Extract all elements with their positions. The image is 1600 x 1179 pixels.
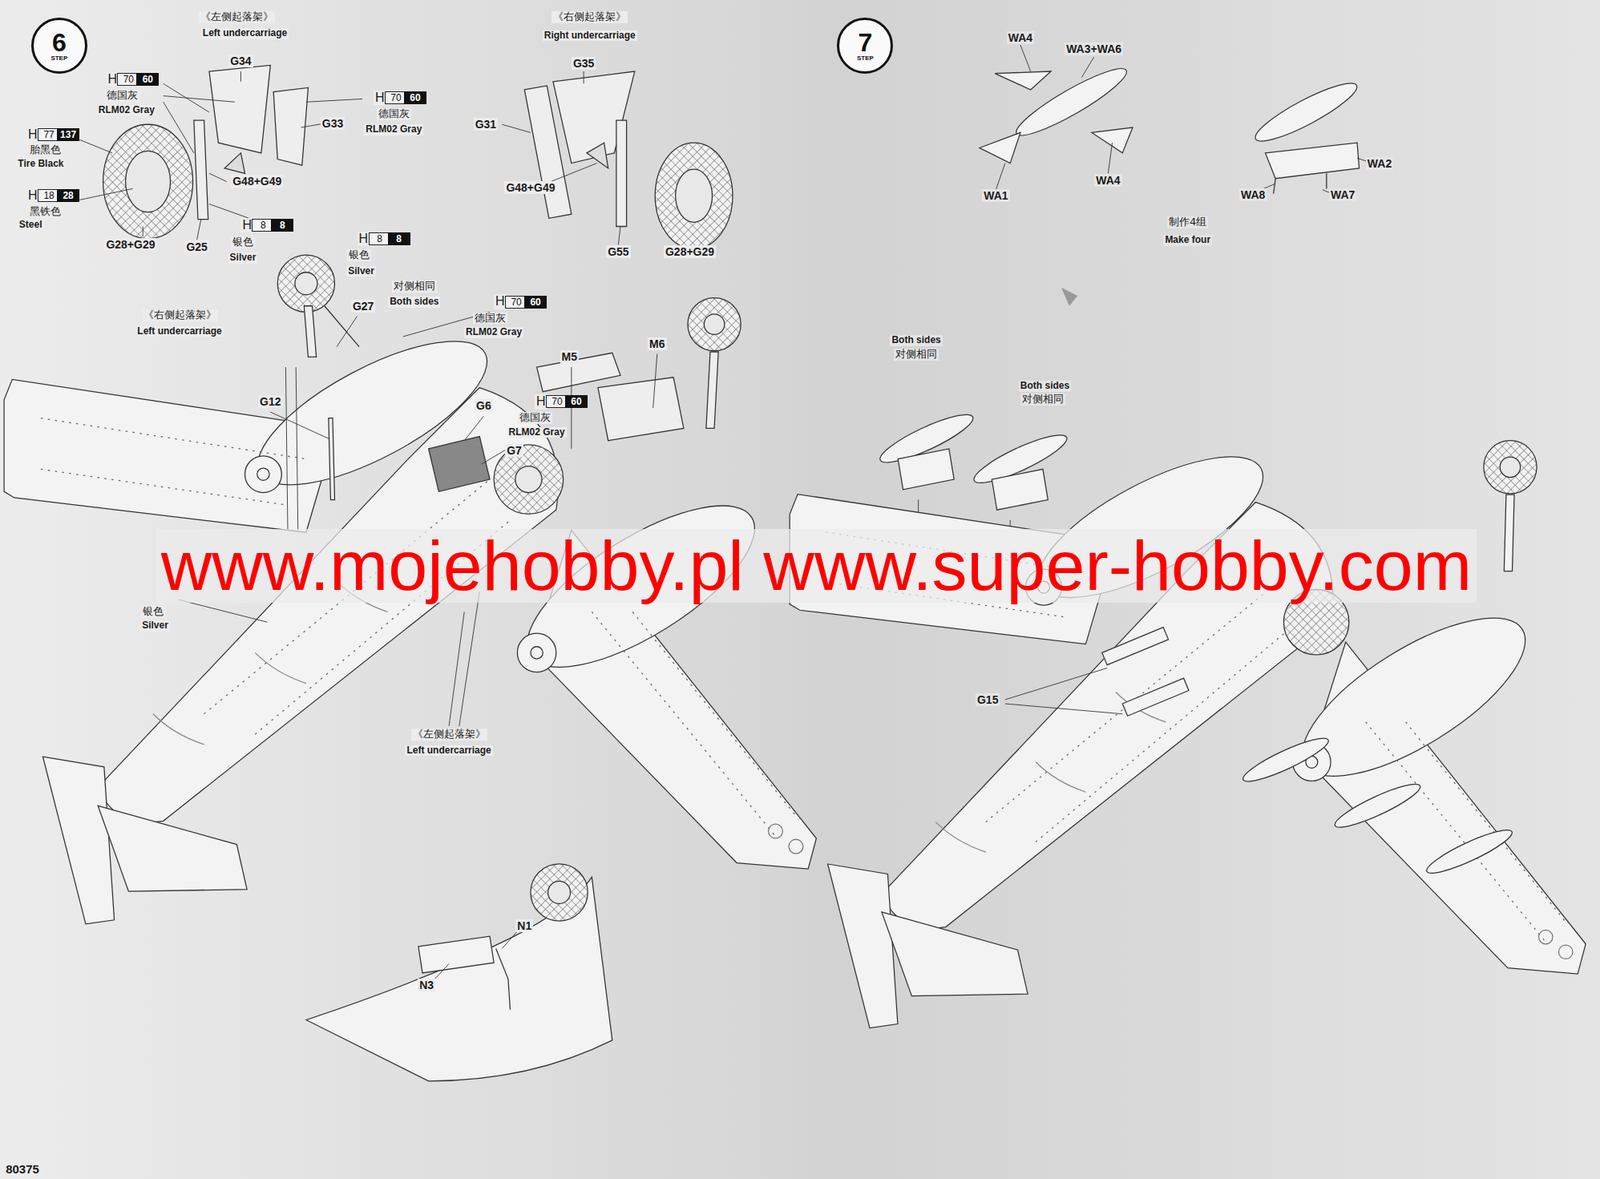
part-number: G15: [975, 693, 1000, 707]
chinese-note: 胎黑色: [28, 144, 63, 157]
chinese-note: 对侧相同: [893, 348, 939, 361]
english-note: Make four: [1163, 234, 1213, 247]
part-number: M6: [647, 337, 667, 351]
part-number: G33: [320, 117, 345, 130]
part-number: G34: [228, 54, 253, 68]
part-number: G28+G29: [104, 238, 157, 251]
english-note: Left undercarriage: [404, 745, 493, 757]
paint-code: 60: [136, 72, 159, 86]
english-note: Silver: [228, 252, 259, 264]
chinese-note: 对侧相同: [391, 280, 437, 293]
english-note: Both sides: [1018, 380, 1071, 392]
page-number: 80375: [4, 1162, 41, 1176]
step-word: STEP: [50, 55, 68, 63]
paint-code: 60: [565, 395, 588, 409]
chinese-note: 《右侧起落架》: [551, 11, 628, 24]
part-number: G31: [473, 117, 498, 131]
part-number: WA4: [1094, 173, 1122, 187]
watermark: www.mojehobby.pl www.super-hobby.com: [156, 529, 1477, 603]
step-badge: 6STEP: [31, 17, 88, 74]
english-note: RLM02 Gray: [363, 124, 424, 136]
paint-code: 60: [524, 295, 547, 309]
chinese-note: 《左侧起落架》: [411, 728, 488, 741]
part-number: WA4: [1006, 31, 1035, 45]
part-number: G7: [505, 444, 524, 457]
chinese-note: 制作4组: [1167, 216, 1209, 229]
chinese-note: 银色: [230, 236, 255, 249]
english-note: Silver: [140, 620, 170, 632]
part-number: WA8: [1239, 188, 1267, 202]
part-number: M5: [560, 350, 579, 364]
part-number: WA1: [981, 189, 1010, 203]
chinese-note: 银色: [347, 249, 372, 262]
part-number: WA3+WA6: [1064, 42, 1124, 56]
english-note: Steel: [17, 219, 45, 231]
chinese-note: 德国灰: [376, 108, 412, 121]
step-number: 7: [858, 29, 873, 56]
part-number: G48+G49: [504, 181, 557, 194]
chinese-note: 银色: [141, 606, 166, 619]
part-number: G12: [258, 395, 283, 409]
chinese-note: 德国灰: [517, 412, 553, 425]
english-note: Both sides: [889, 335, 942, 347]
paint-code: 28: [56, 189, 80, 203]
chinese-note: 《左侧起落架》: [198, 11, 275, 24]
part-number: G25: [184, 240, 209, 254]
part-number: G35: [571, 56, 596, 70]
part-number: N3: [417, 978, 436, 992]
english-note: Left undercarriage: [201, 28, 289, 40]
part-number: WA2: [1365, 157, 1394, 170]
english-note: Right undercarriage: [542, 30, 638, 42]
paint-code: 137: [56, 128, 80, 142]
part-number: G28+G29: [663, 245, 716, 259]
paint-code: 8: [387, 232, 411, 246]
part-number: G48+G49: [230, 174, 283, 188]
step-word: STEP: [856, 55, 874, 63]
english-note: RLM02 Gray: [464, 327, 524, 339]
part-number: N1: [515, 919, 534, 933]
paint-code: 60: [404, 91, 427, 105]
english-note: Both sides: [387, 296, 441, 308]
english-note: Tire Black: [16, 158, 65, 170]
english-note: Left undercarriage: [135, 326, 223, 338]
part-number: G6: [474, 399, 493, 413]
english-note: RLM02 Gray: [96, 105, 157, 117]
paint-code: 8: [270, 218, 294, 232]
step-number: 6: [52, 29, 67, 56]
part-number: WA7: [1329, 188, 1357, 202]
chinese-note: 对侧相同: [1020, 393, 1066, 406]
chinese-note: 德国灰: [472, 312, 508, 325]
english-note: Silver: [346, 266, 376, 278]
part-number: G55: [606, 245, 631, 259]
part-number: G27: [351, 299, 376, 313]
chinese-note: 德国灰: [105, 89, 140, 102]
english-note: RLM02 Gray: [507, 427, 567, 439]
chinese-note: 黑铁色: [28, 206, 63, 219]
chinese-note: 《右侧起落架》: [141, 309, 219, 322]
